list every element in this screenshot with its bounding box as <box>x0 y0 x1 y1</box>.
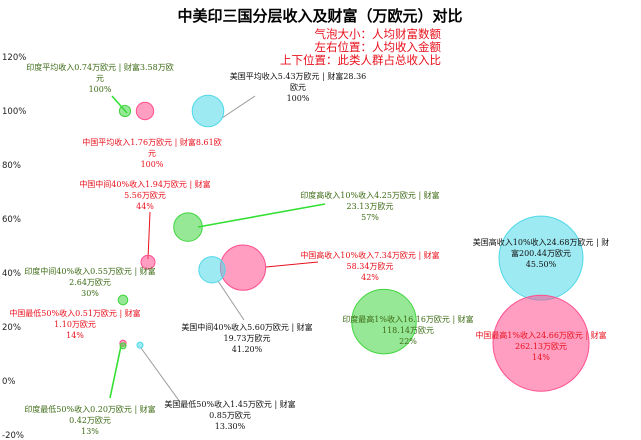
y-tick-label: 60% <box>2 215 21 225</box>
bubble-label: 2.64万欧元 <box>69 277 111 287</box>
y-tick-label: 80% <box>2 161 21 171</box>
leader-line <box>140 347 181 403</box>
legend-note-size: 气泡大小：人均财富数额 <box>315 27 442 41</box>
leader-line <box>217 280 245 321</box>
bubble-label: 中国最高1%收入24.66万欧元 | 财富 <box>475 330 606 340</box>
leader-line <box>147 211 151 260</box>
bubble-label: 中国最低50%收入0.51万欧元 | 财富 <box>9 308 140 318</box>
bubble-label: 262.13万欧元 <box>515 341 567 351</box>
bubble-label: 美国平均收入5.43万欧元 | 财富28.36 <box>230 71 367 81</box>
bubble-label: 42% <box>361 273 379 282</box>
bubble-point <box>173 212 203 242</box>
bubble-label: 元 <box>96 74 104 83</box>
bubbles <box>117 94 590 392</box>
bubble-point <box>117 294 129 306</box>
bubble-label: 57% <box>361 213 379 222</box>
y-tick-label: 20% <box>2 323 21 333</box>
leader-line <box>221 95 256 119</box>
bubble-point <box>119 342 127 350</box>
bubble-label: 印度最高1%收入16.16万欧元 | 财富 <box>342 314 473 324</box>
legend-note-x: 左右位置：人均收入金额 <box>315 40 442 54</box>
bubble-label: 美国高收入10%收入24.68万欧元 | 财 <box>473 237 609 247</box>
y-axis: -20% 0% 20% 40% 60% 80% 100% 120% <box>2 53 26 440</box>
bubble-point <box>219 244 267 291</box>
bubble-label: 中国平均收入1.76万欧元 | 财富8.61欧 <box>82 137 221 147</box>
bubble-label: 5.56万欧元 <box>124 190 166 200</box>
bubble-label: 118.14万欧元 <box>382 325 434 335</box>
bubble-point <box>498 215 584 301</box>
y-tick-label: 0% <box>2 377 16 387</box>
y-tick-label: -20% <box>2 431 24 440</box>
bubble-label: 13% <box>81 427 99 436</box>
leader-line <box>265 261 319 268</box>
bubble-labels: 印度平均收入0.74万欧元 | 财富3.58万欧元100%中国平均收入1.76万… <box>9 62 609 436</box>
bubble-point <box>118 104 132 118</box>
bubble-label: 41.20% <box>232 345 263 354</box>
bubble-label: 1.10万欧元 <box>54 319 96 329</box>
bubble-label: 富200.44万欧元 <box>511 248 571 258</box>
bubble-label: 元 <box>148 149 156 158</box>
bubble-point <box>198 256 226 284</box>
y-tick-label: 40% <box>2 269 21 279</box>
legend-note-y: 上下位置：此类人群占总收入比 <box>280 53 441 67</box>
bubble-label: 13.30% <box>215 422 246 431</box>
y-tick-label: 120% <box>2 53 26 63</box>
leader-lines <box>109 95 326 403</box>
bubble-label: 14% <box>532 353 550 362</box>
leader-line <box>109 345 122 399</box>
bubble-label: 印度最低50%收入0.20万欧元 | 财富 <box>24 404 155 414</box>
bubble-point <box>136 341 144 349</box>
bubble-label: 100% <box>141 160 164 169</box>
bubble-label: 23.13万欧元 <box>347 201 394 211</box>
bubble-label: 0.85万欧元 <box>209 410 251 420</box>
bubble-label: 印度平均收入0.74万欧元 | 财富3.58万欧 <box>26 62 173 72</box>
bubble-label: 44% <box>136 202 154 211</box>
bubble-point <box>135 101 155 121</box>
bubble-label: 45.50% <box>526 260 557 269</box>
bubble-point <box>492 294 590 392</box>
bubble-label: 100% <box>89 85 112 94</box>
bubble-label: 欧元 <box>290 82 306 92</box>
bubble-label: 中国中间40%收入1.94万欧元 | 财富 <box>79 179 210 189</box>
bubble-label: 美国最低50%收入1.45万欧元 | 财富 <box>164 399 295 409</box>
bubble-point <box>351 288 417 355</box>
bubble-label: 中国高收入10%收入7.34万欧元 | 财富 <box>300 250 439 260</box>
bubble-label: 58.34万欧元 <box>347 261 394 271</box>
bubble-label: 印度高收入10%收入4.25万欧元 | 财富 <box>300 190 439 200</box>
leader-line <box>197 203 326 228</box>
chart-title: 中美印三国分层收入及财富（万欧元）对比 <box>177 7 462 25</box>
bubble-point <box>191 94 225 128</box>
bubble-label: 19.73万欧元 <box>224 333 271 343</box>
bubble-label: 0.42万欧元 <box>69 415 111 425</box>
bubble-label: 14% <box>66 331 84 340</box>
bubble-label: 印度中间40%收入0.55万欧元 | 财富 <box>24 266 155 276</box>
bubble-label: 30% <box>81 289 99 298</box>
bubble-label: 美国中间40%收入5.60万欧元 | 财富 <box>181 322 312 332</box>
bubble-point <box>140 254 156 270</box>
bubble-label: 22% <box>399 337 417 346</box>
y-tick-label: 100% <box>2 107 26 117</box>
bubble-label: 100% <box>287 94 310 103</box>
